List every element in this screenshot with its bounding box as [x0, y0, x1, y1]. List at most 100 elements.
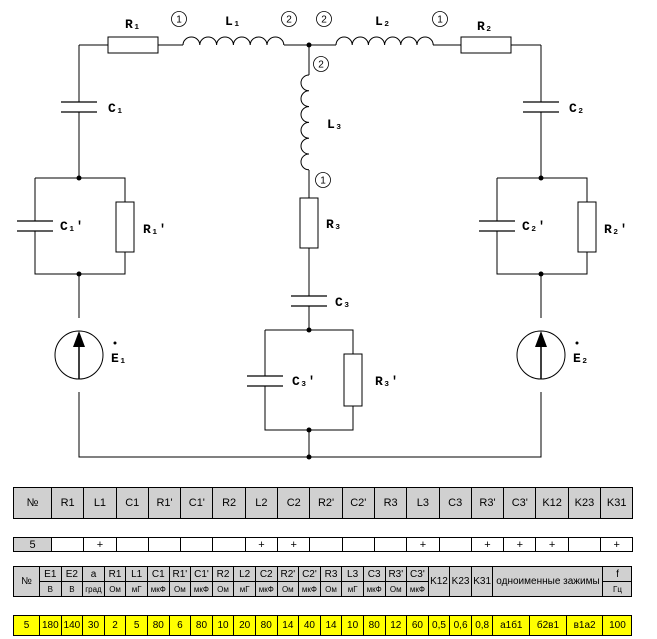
unit-cell: мкФ [190, 581, 213, 597]
unit-cell: Ом [319, 581, 343, 597]
header-cell: L1 [83, 487, 117, 519]
source-E2 [516, 330, 566, 380]
value-cell: 14 [276, 615, 300, 636]
unit-cell: Ом [168, 581, 192, 597]
dot-E2 [575, 341, 579, 345]
header-cell: E1 [39, 566, 62, 582]
value-cell: 0,5 [427, 615, 451, 636]
capacitor-C2 [523, 101, 559, 113]
value-cell: 30 [82, 615, 105, 636]
table-cell [212, 537, 246, 552]
source-E1 [54, 330, 104, 380]
node-label-L2-end: 2 [321, 15, 327, 26]
value-cell: 180 [39, 615, 62, 636]
value-cell: 10 [341, 615, 364, 636]
table-row: № E1 E2 a R1 L1 C1 R1' C1' R2 L2 C2 R2' … [13, 566, 633, 597]
label-C3p: C₃' [292, 374, 315, 389]
capacitor-C2p [479, 220, 515, 232]
header-cell: K23 [567, 487, 602, 519]
table-cell: + [600, 537, 634, 552]
unit-cell: град [82, 581, 105, 597]
unit-cell: Ом [211, 581, 235, 597]
value-cell: а1б1 [492, 615, 531, 636]
header-cell: K12 [427, 566, 451, 597]
header-cell: C2 [254, 566, 278, 582]
header-cell: K31 [600, 487, 634, 519]
table-cell: + [244, 537, 279, 552]
table-cell [373, 537, 408, 552]
value-cell: 0,6 [449, 615, 472, 636]
label-C2: C₂ [569, 101, 585, 116]
inductor-L1 [182, 36, 285, 46]
table-cell: + [277, 537, 311, 552]
header-cell: L1 [125, 566, 148, 582]
node-label-L3-start: 1 [320, 176, 326, 187]
unit-cell: Ом [276, 581, 300, 597]
capacitor-C3p [247, 375, 283, 387]
table-cell [309, 537, 343, 552]
header-cell: C2' [341, 487, 375, 519]
capacitor-C3 [291, 295, 327, 307]
header-cell: L2 [244, 487, 279, 519]
value-cell: 20 [233, 615, 256, 636]
unit-cell: мГ [233, 581, 256, 597]
value-cell: 5 [13, 615, 40, 636]
label-C1p: C₁' [60, 219, 83, 234]
table-cell [567, 537, 602, 552]
value-cell: 12 [384, 615, 408, 636]
node-label-L2-start: 1 [437, 15, 443, 26]
table-cell: + [83, 537, 117, 552]
table-cell: + [503, 537, 537, 552]
header-cell: C3' [503, 487, 537, 519]
header-cell: C3' [406, 566, 429, 582]
resistor-R3p [343, 353, 363, 407]
value-cell: в1а2 [565, 615, 604, 636]
table-cell [50, 537, 85, 552]
header-cell: C1' [190, 566, 213, 582]
header-cell: R2' [309, 487, 343, 519]
table-cell [147, 537, 182, 552]
table-row: 5 + + + + + + + + [13, 537, 634, 552]
header-cell: R3' [470, 487, 505, 519]
value-cell: 80 [146, 615, 170, 636]
unit-cell: мкФ [362, 581, 386, 597]
unit-cell: мГ [341, 581, 364, 597]
table-cell [438, 537, 472, 552]
label-L2: L₂ [375, 14, 391, 29]
header-cell: R1 [103, 566, 127, 582]
elements-selection-table: 5 + + + + + + + + [13, 537, 634, 552]
dot-E1 [113, 341, 117, 345]
header-cell: L3 [406, 487, 440, 519]
header-cell: f [602, 566, 633, 582]
value-cell: 80 [362, 615, 386, 636]
label-R1: R₁ [125, 17, 141, 32]
header-cell: R3' [384, 566, 408, 582]
header-cell: R2 [212, 487, 246, 519]
header-cell: C2' [298, 566, 321, 582]
label-C3: C₃ [335, 295, 351, 310]
header-cell: C1 [146, 566, 170, 582]
label-E1: E₁ [111, 351, 127, 366]
table-cell [180, 537, 214, 552]
header-cell: R1' [147, 487, 182, 519]
value-cell: 80 [190, 615, 213, 636]
unit-cell: мкФ [298, 581, 321, 597]
table-cell: + [535, 537, 569, 552]
value-cell: 40 [298, 615, 321, 636]
table-row: 5 180 140 30 2 5 80 6 80 10 20 80 14 40 … [13, 615, 633, 636]
inductor-L3 [300, 74, 310, 171]
inductor-L2 [335, 36, 434, 46]
header-cell: L3 [341, 566, 364, 582]
label-R3p: R₃' [375, 374, 398, 389]
label-R1p: R₁' [143, 222, 166, 237]
header-cell: R1 [50, 487, 85, 519]
table-cell: + [406, 537, 440, 552]
value-cell: 100 [602, 615, 633, 636]
parameters-values-table: 5 180 140 30 2 5 80 6 80 10 20 80 14 40 … [13, 615, 633, 636]
value-cell: 140 [60, 615, 84, 636]
header-cell: C3 [438, 487, 472, 519]
table-cell [115, 537, 149, 552]
unit-cell: В [39, 581, 62, 597]
header-cell: a [82, 566, 105, 582]
resistor-R3 [299, 197, 319, 249]
